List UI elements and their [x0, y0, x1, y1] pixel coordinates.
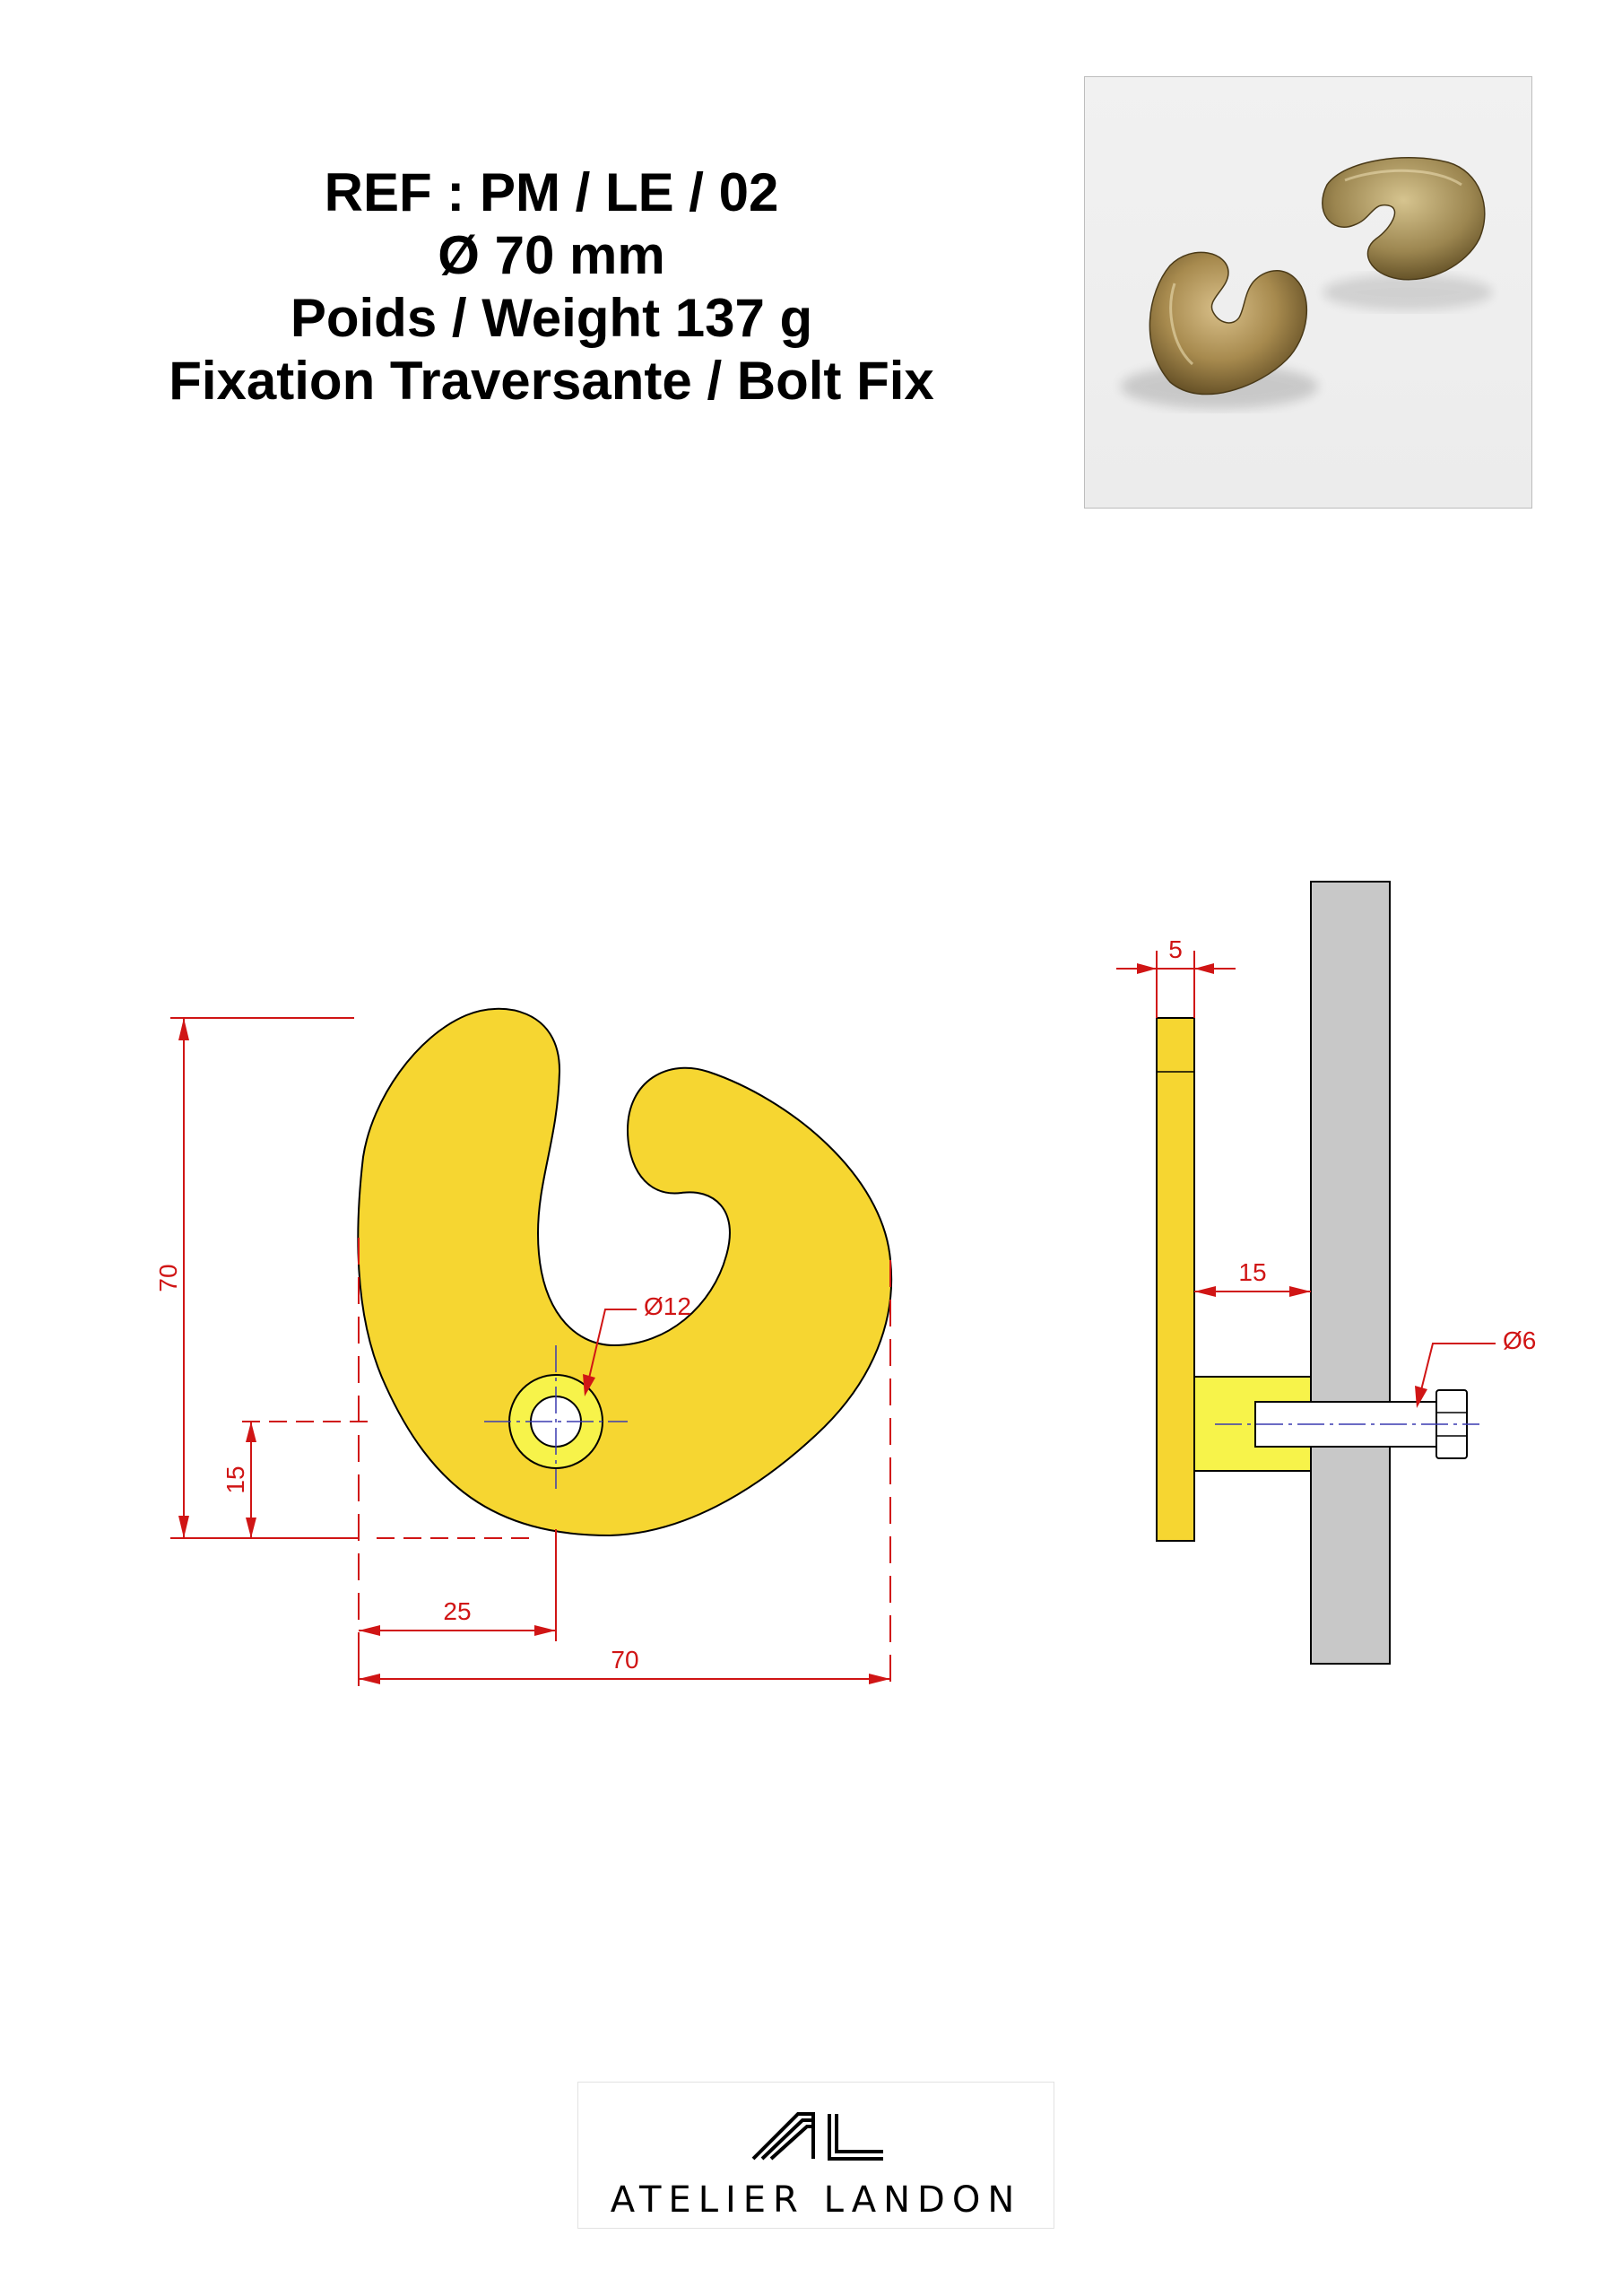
- brand-name: ATELIER LANDON: [610, 2179, 1022, 2221]
- height-dimension: 70: [154, 1264, 182, 1292]
- width-dimension: 70: [611, 1646, 638, 1674]
- side-view: 5 15 Ø6: [1116, 881, 1536, 1665]
- standoff-dimension: 15: [1238, 1258, 1266, 1286]
- product-photo: [1084, 76, 1532, 509]
- fixation-line: Fixation Traversante / Bolt Fix: [169, 351, 934, 411]
- hook-plate-side: [1156, 1017, 1195, 1542]
- hook-body: [357, 1007, 893, 1537]
- weight-line: Poids / Weight 137 g: [290, 288, 813, 348]
- bolt-diameter-label: Ø6: [1503, 1326, 1536, 1354]
- hole-x-offset-dimension: 25: [443, 1597, 471, 1625]
- diameter-line: Ø 70 mm: [438, 225, 665, 285]
- hole-y-offset-dimension: 15: [221, 1465, 249, 1493]
- header-block: REF : PM / LE / 02 Ø 70 mm Poids / Weigh…: [90, 161, 1013, 413]
- thickness-dimension: 5: [1168, 935, 1183, 963]
- atelier-landon-logo: ATELIER LANDON: [577, 2082, 1054, 2229]
- front-view: 70 15 25 70 Ø12: [154, 1007, 893, 1686]
- wall-section: [1310, 881, 1391, 1665]
- al-monogram-icon: [751, 2112, 883, 2161]
- ref-title: REF : PM / LE / 02: [324, 162, 779, 222]
- hole-diameter-label: Ø12: [644, 1292, 691, 1320]
